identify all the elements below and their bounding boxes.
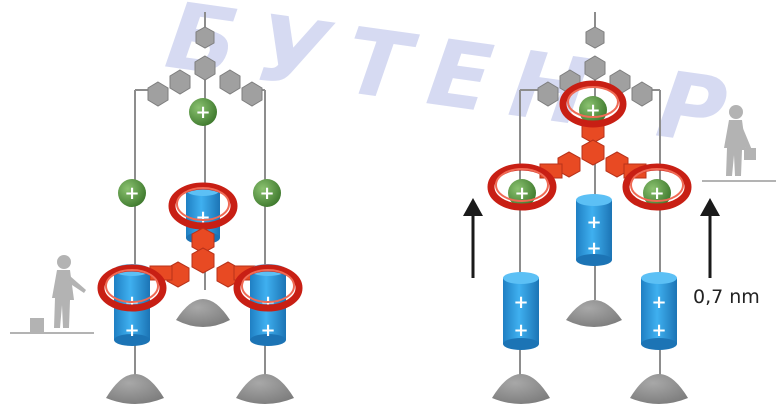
person-walking-icon-right bbox=[702, 105, 776, 182]
ring-left-right bbox=[487, 163, 557, 211]
svg-text:+: + bbox=[259, 183, 274, 204]
blue-cylinder-center-right: + + bbox=[576, 194, 612, 266]
blue-cylinder-right-right: + + bbox=[641, 272, 677, 350]
svg-text:+: + bbox=[585, 100, 600, 121]
blue-cylinder-left-right: + + bbox=[503, 272, 539, 350]
grey-hexagon-cluster-left bbox=[147, 26, 263, 107]
ring-right-right bbox=[622, 163, 692, 211]
ring-right-left bbox=[233, 264, 303, 312]
closed-state-panel: + + + + bbox=[10, 12, 303, 404]
svg-text:+: + bbox=[514, 183, 529, 204]
svg-text:+: + bbox=[124, 183, 139, 204]
grey-bases-right bbox=[492, 300, 688, 404]
svg-text:+: + bbox=[651, 320, 666, 341]
open-state-panel: + + + + + bbox=[463, 12, 776, 404]
up-arrow-left bbox=[463, 198, 483, 278]
svg-text:+: + bbox=[649, 183, 664, 204]
grey-bases-left bbox=[106, 299, 294, 404]
green-charge-mid-left: + bbox=[118, 179, 146, 207]
ring-left-left bbox=[97, 264, 167, 312]
svg-text:+: + bbox=[586, 238, 601, 259]
svg-text:+: + bbox=[586, 212, 601, 233]
svg-text:+: + bbox=[513, 320, 528, 341]
svg-text:+: + bbox=[651, 292, 666, 313]
svg-text:+: + bbox=[124, 320, 139, 341]
green-charge-top-left: + bbox=[189, 98, 217, 126]
svg-text:+: + bbox=[260, 320, 275, 341]
scale-label: 0,7 nm bbox=[693, 286, 760, 308]
svg-text:+: + bbox=[195, 102, 210, 123]
ring-center-left bbox=[168, 182, 238, 230]
person-walking-icon-left bbox=[10, 255, 94, 334]
up-arrow-right bbox=[700, 198, 720, 278]
ring-top-right bbox=[559, 80, 627, 128]
svg-text:+: + bbox=[513, 292, 528, 313]
green-charge-mid-right: + bbox=[253, 179, 281, 207]
